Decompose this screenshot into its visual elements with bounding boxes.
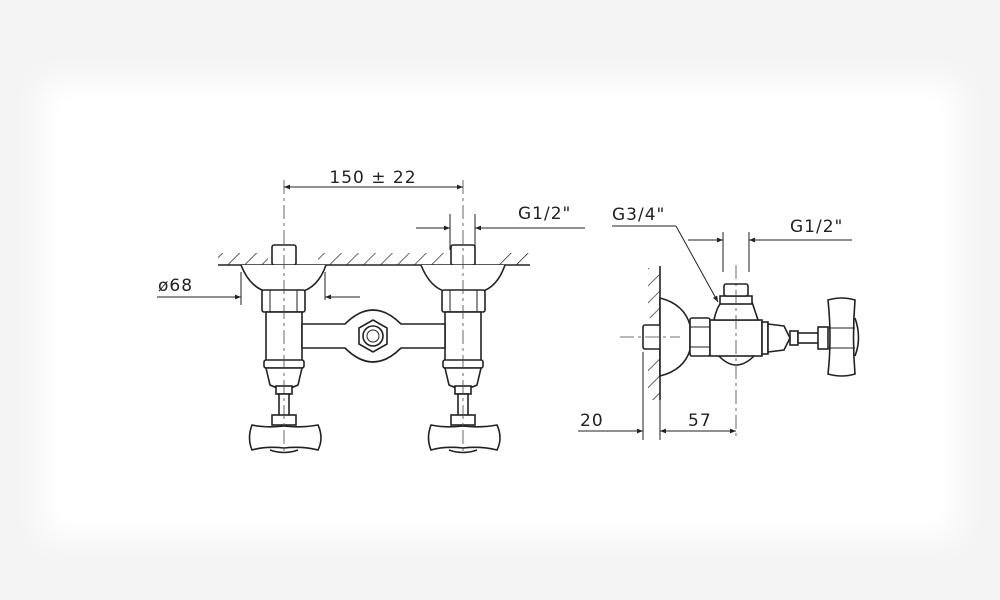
dimension-center-distance: 150 ± 22 bbox=[284, 168, 463, 190]
label-thread-front: G1/2" bbox=[518, 204, 571, 224]
left-valve bbox=[240, 244, 327, 454]
drawing-sheet bbox=[60, 100, 940, 520]
wall-hatching bbox=[218, 253, 530, 266]
leader-thread-inlet: G3/4" bbox=[612, 205, 719, 303]
side-view: G3/4" G1/2" 20 57 bbox=[578, 205, 860, 440]
dimension-rosette-diameter: ø68 bbox=[157, 272, 360, 305]
label-thread-inlet: G3/4" bbox=[612, 205, 665, 225]
front-view: 150 ± 22 G1/2" ø68 bbox=[157, 168, 585, 455]
cross-bar-outlet bbox=[301, 309, 446, 363]
label-thread-side: G1/2" bbox=[790, 217, 843, 237]
label-center-distance: 150 ± 22 bbox=[329, 168, 416, 188]
dimension-thread-side: G1/2" bbox=[688, 217, 852, 272]
label-projection: 57 bbox=[688, 411, 712, 431]
right-valve bbox=[420, 244, 506, 454]
dimension-projection: 57 bbox=[659, 400, 736, 440]
dimension-wall-offset: 20 bbox=[578, 352, 644, 440]
handle-side bbox=[827, 297, 856, 377]
label-wall-offset: 20 bbox=[580, 411, 604, 431]
dimension-thread-front: G1/2" bbox=[416, 204, 585, 250]
label-rosette-diameter: ø68 bbox=[158, 276, 193, 296]
